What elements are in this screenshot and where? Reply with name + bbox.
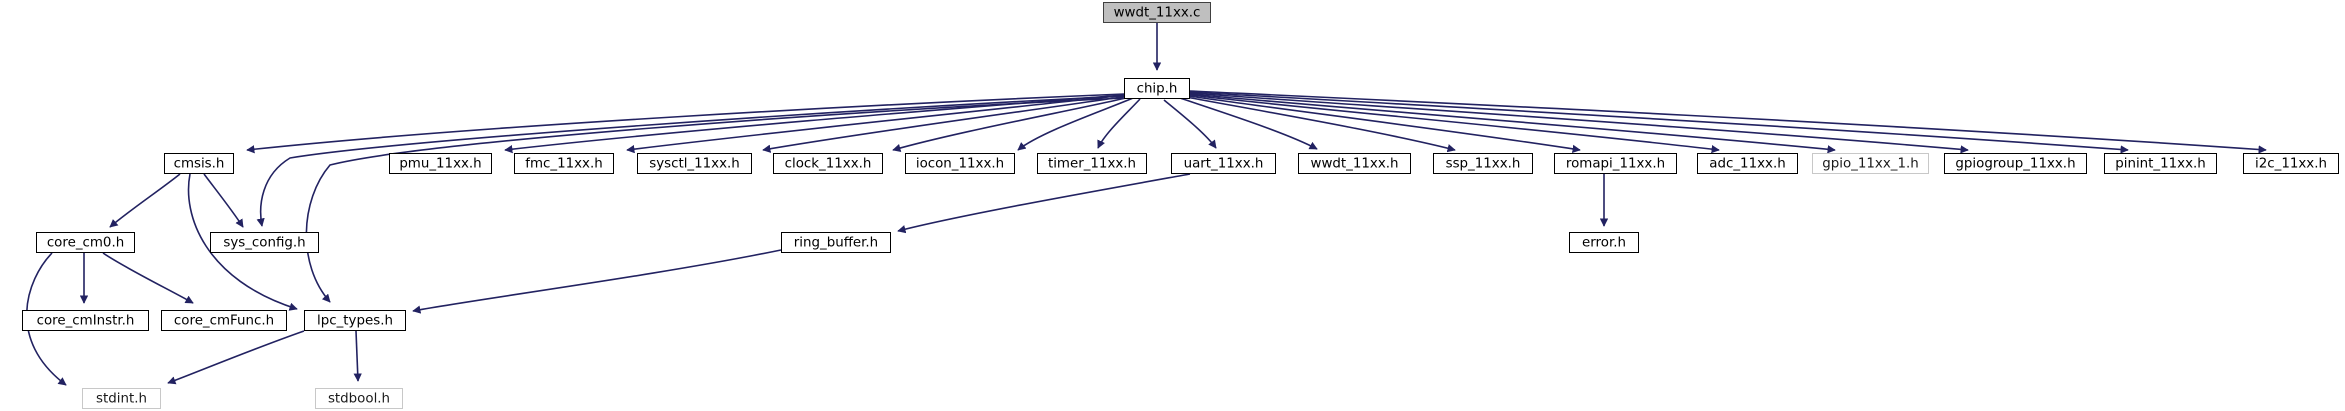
node-label: romapi_11xx.h [1565, 156, 1666, 172]
edge-chip-adc [1189, 94, 1720, 154]
node-core_cm0[interactable]: core_cm0.h [36, 232, 135, 253]
edge-chip-clock [892, 96, 1131, 152]
edge-chip-cmsis [246, 93, 1125, 154]
node-stdint[interactable]: stdint.h [82, 388, 161, 409]
node-label: lpc_types.h [317, 313, 393, 329]
node-label: sysctl_11xx.h [649, 156, 740, 172]
node-cmsis[interactable]: cmsis.h [164, 153, 234, 174]
node-error[interactable]: error.h [1569, 232, 1639, 253]
node-label: gpiogroup_11xx.h [1955, 156, 2076, 172]
node-wwdt_h[interactable]: wwdt_11xx.h [1298, 153, 1411, 174]
edge-cmsis-sys_config [203, 173, 244, 228]
node-i2c[interactable]: i2c_11xx.h [2243, 153, 2339, 174]
edge-chip-pinint [1189, 91, 2129, 154]
node-label: pmu_11xx.h [399, 156, 482, 172]
node-label: fmc_11xx.h [525, 156, 603, 172]
edge-chip-i2c [1189, 90, 2267, 154]
node-label: error.h [1582, 235, 1626, 251]
node-label: pinint_11xx.h [2115, 156, 2206, 172]
node-label: wwdt_11xx.h [1310, 156, 1399, 172]
node-label: ssp_11xx.h [1445, 156, 1521, 172]
node-label: wwdt_11xx.c [1113, 5, 1201, 21]
node-romapi[interactable]: romapi_11xx.h [1554, 153, 1677, 174]
edge-chip-sysctl [762, 95, 1129, 153]
edge-chip-ssp [1185, 96, 1456, 153]
node-label: gpio_11xx_1.h [1822, 156, 1919, 172]
node-gpio1[interactable]: gpio_11xx_1.h [1812, 153, 1929, 174]
edge-chip-romapi [1188, 95, 1581, 153]
node-label: sys_config.h [223, 235, 306, 251]
edge-ring_buffer-lpc_types [412, 249, 782, 314]
node-label: ring_buffer.h [793, 235, 879, 251]
node-iocon[interactable]: iocon_11xx.h [905, 153, 1015, 174]
edge-chip-uart [1163, 99, 1217, 149]
node-sys_config[interactable]: sys_config.h [210, 232, 319, 253]
node-ring_buffer[interactable]: ring_buffer.h [781, 232, 891, 253]
node-core_cmFunc[interactable]: core_cmFunc.h [161, 310, 287, 331]
node-label: cmsis.h [173, 156, 225, 172]
node-label: i2c_11xx.h [2255, 156, 2327, 172]
node-label: timer_11xx.h [1047, 156, 1137, 172]
node-pinint[interactable]: pinint_11xx.h [2104, 153, 2217, 174]
edge-chip-gpiogroup [1189, 92, 1969, 154]
edge-uart-ring_buffer [897, 173, 1191, 234]
node-label: clock_11xx.h [784, 156, 872, 172]
node-sysctl[interactable]: sysctl_11xx.h [637, 153, 752, 174]
node-lpc_types[interactable]: lpc_types.h [304, 310, 406, 331]
node-stdbool[interactable]: stdbool.h [315, 388, 403, 409]
node-label: stdint.h [96, 391, 147, 407]
edge-chip-fmc [626, 94, 1127, 154]
node-core_cmInstr[interactable]: core_cmInstr.h [22, 310, 149, 331]
edge-lpc_types-stdint [167, 330, 305, 385]
node-ssp[interactable]: ssp_11xx.h [1433, 153, 1533, 174]
node-clock[interactable]: clock_11xx.h [773, 153, 883, 174]
node-timer[interactable]: timer_11xx.h [1037, 153, 1147, 174]
node-label: stdbool.h [327, 391, 391, 407]
node-label: iocon_11xx.h [915, 156, 1005, 172]
edge-chip-lpc_types [305, 97, 1125, 303]
node-gpiogroup[interactable]: gpiogroup_11xx.h [1944, 153, 2087, 174]
node-fmc[interactable]: fmc_11xx.h [514, 153, 614, 174]
edge-chip-iocon [1017, 97, 1134, 151]
edge-lpc_types-stdbool [353, 330, 362, 382]
node-uart[interactable]: uart_11xx.h [1171, 153, 1276, 174]
node-label: chip.h [1136, 81, 1178, 97]
edge-core_cm0-core_cmFunc [102, 252, 194, 304]
node-label: core_cmFunc.h [173, 313, 275, 329]
edge-chip-pmu [504, 94, 1125, 154]
edge-chip-gpio1 [1189, 93, 1836, 154]
edge-cmsis-core_cm0 [109, 173, 181, 228]
node-label: uart_11xx.h [1183, 156, 1264, 172]
node-label: adc_11xx.h [1709, 156, 1786, 172]
edge-chip-timer [1097, 98, 1141, 149]
node-pmu[interactable]: pmu_11xx.h [389, 153, 492, 174]
node-adc[interactable]: adc_11xx.h [1697, 153, 1798, 174]
node-chip[interactable]: chip.h [1124, 78, 1190, 99]
node-label: core_cmInstr.h [36, 313, 135, 329]
node-label: core_cm0.h [46, 235, 125, 251]
node-wwdt_c[interactable]: wwdt_11xx.c [1103, 2, 1211, 23]
edge-chip-wwdt_h [1179, 97, 1318, 150]
